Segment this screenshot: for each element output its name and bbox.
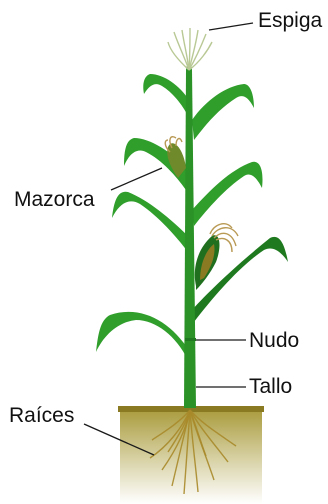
tassel: [168, 28, 212, 70]
ear-upper: [165, 137, 186, 178]
leader-tassel: [209, 23, 253, 30]
leader-ear: [111, 168, 162, 190]
label-ear: Mazorca: [14, 188, 95, 211]
ear-lower: [195, 224, 238, 290]
stalk: [184, 64, 196, 408]
label-node: Nudo: [249, 329, 299, 352]
label-stem: Tallo: [249, 375, 292, 398]
label-tassel: Espiga: [258, 9, 323, 32]
label-roots: Raíces: [9, 404, 74, 427]
node-mark: [185, 338, 196, 341]
